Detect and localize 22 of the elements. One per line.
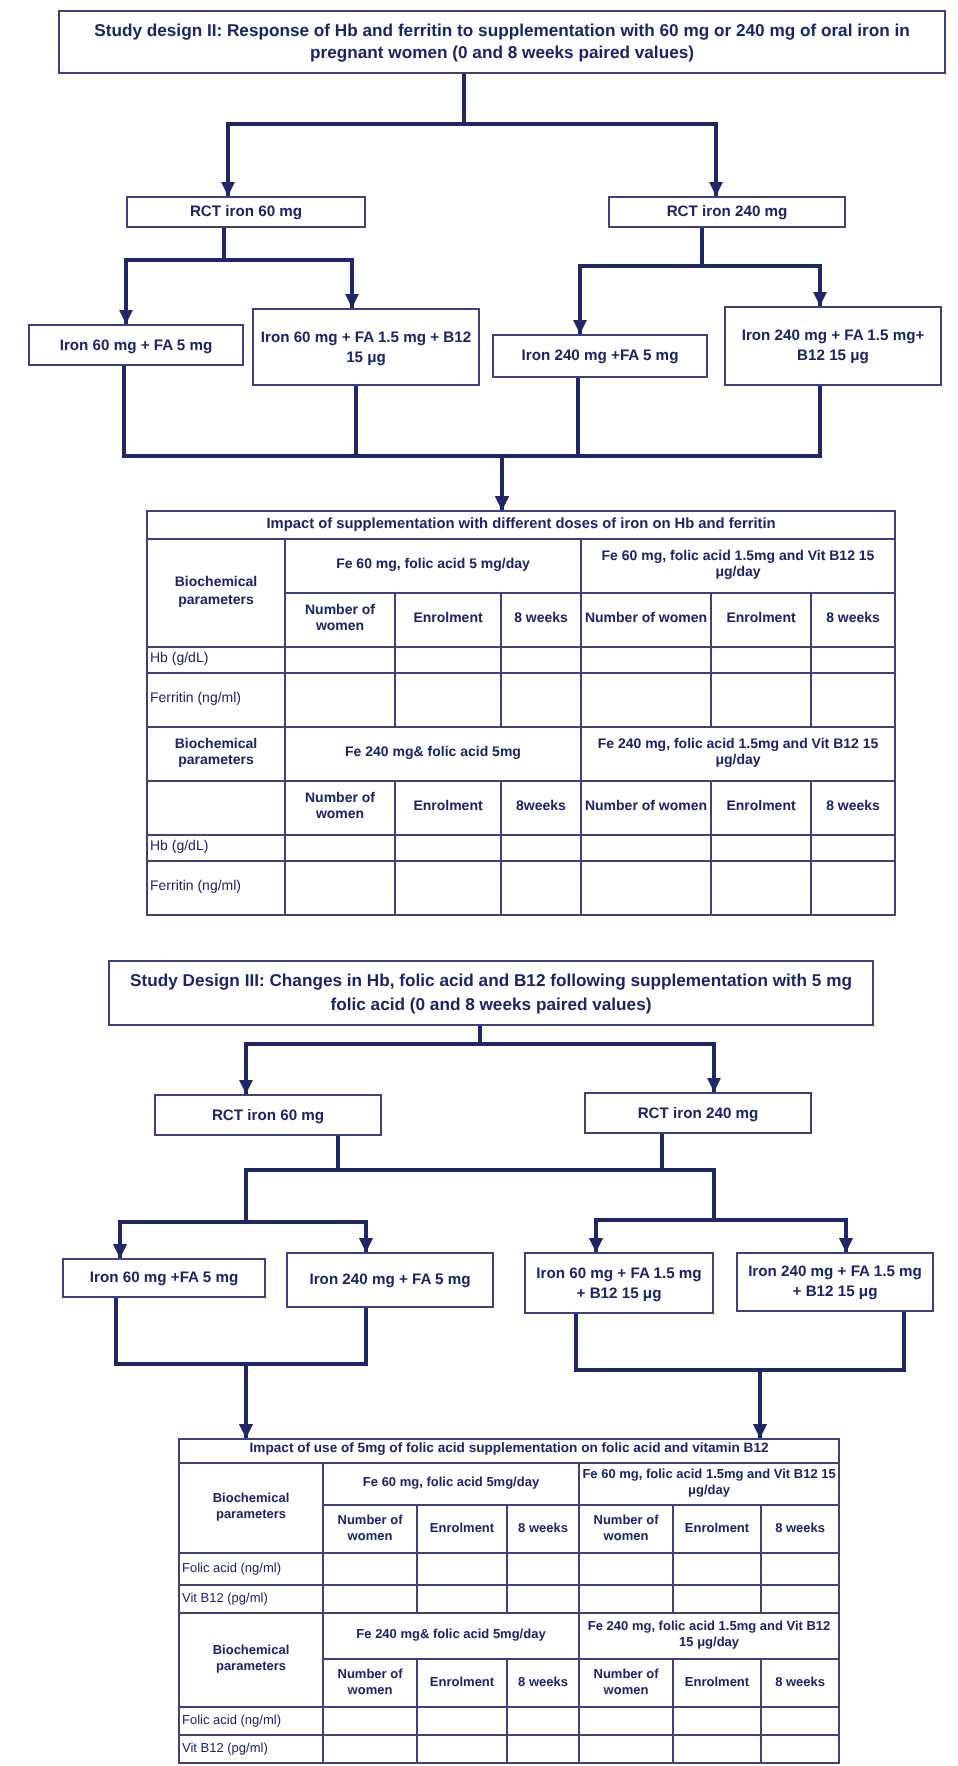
arrow — [660, 1134, 853, 1252]
process-box — [608, 196, 846, 228]
data-table — [178, 1438, 841, 1764]
process-box — [584, 1092, 812, 1134]
arrow — [239, 1308, 368, 1438]
process-box — [62, 1258, 266, 1298]
box-label: Study design II: Response of Hb and ferritin to supplementation with 60 mg or 240 mg of oral iron in pregnant women (0 and 8 weeks paired values) — [92, 19, 912, 65]
title-box — [108, 960, 874, 1026]
process-box — [286, 1252, 494, 1308]
process-box — [736, 1252, 934, 1312]
process-box — [154, 1094, 382, 1136]
process-box — [492, 334, 708, 378]
process-box — [28, 324, 244, 366]
process-box — [252, 308, 480, 386]
arrow — [753, 1312, 906, 1438]
process-box — [724, 306, 942, 386]
title-box — [58, 10, 946, 74]
process-box — [524, 1252, 714, 1314]
data-table — [146, 510, 896, 916]
arrow — [495, 386, 822, 510]
process-box — [126, 196, 366, 228]
box-label: Study Design III: Changes in Hb, folic acid and B12 following supplementation with 5 mg folic acid (0 and 8 weeks paired values) — [128, 970, 854, 1016]
